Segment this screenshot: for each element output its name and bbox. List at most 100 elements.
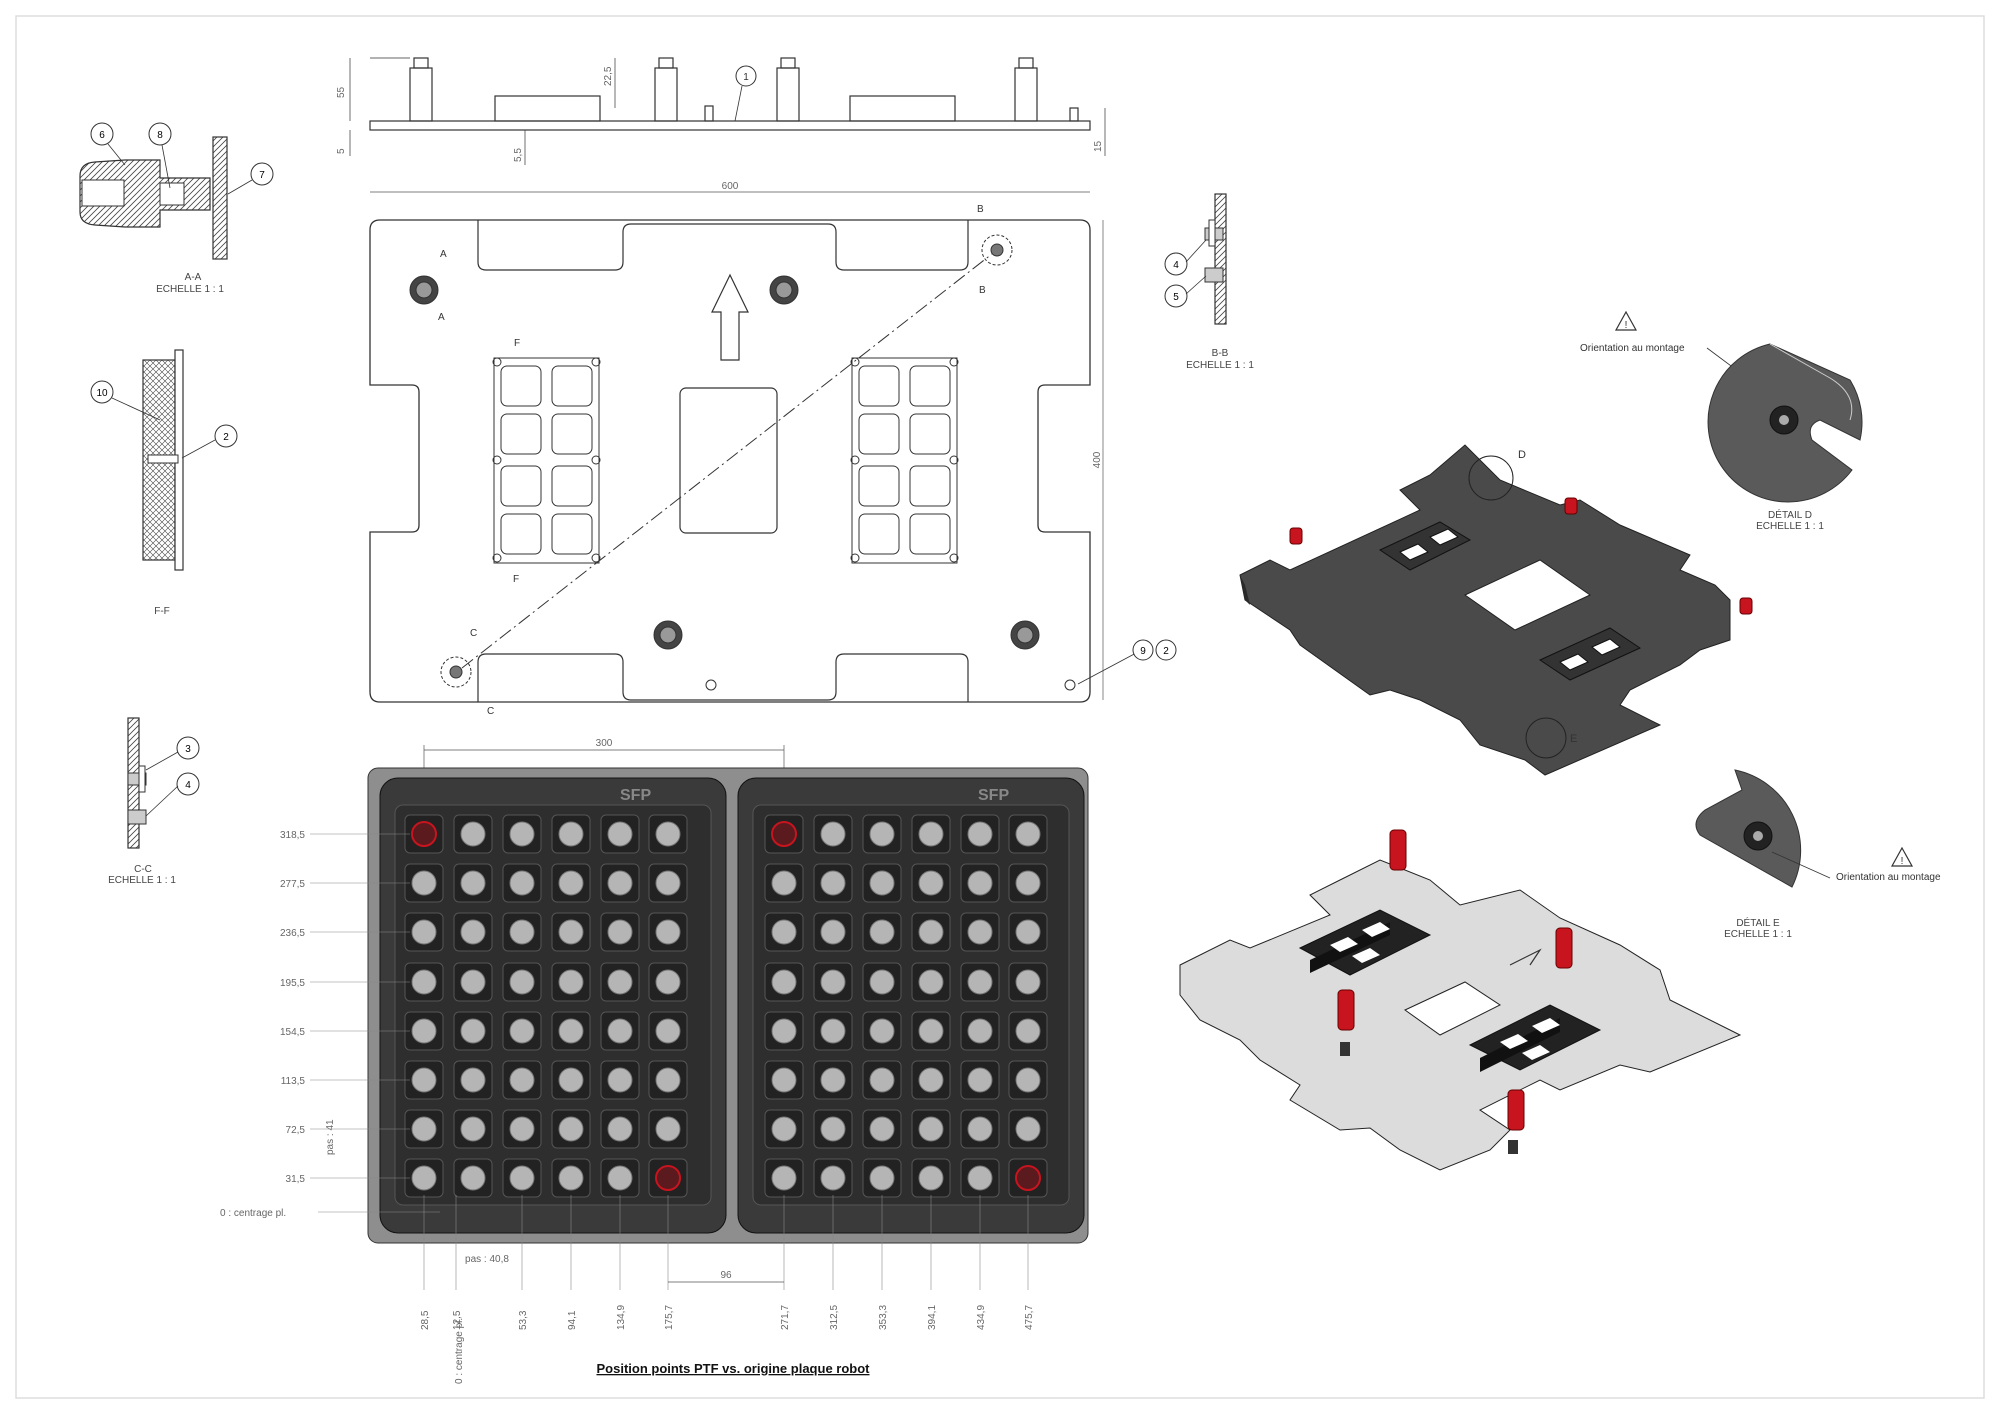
detail-letter-e: E — [1570, 733, 1577, 745]
iso-light-grid-right — [1468, 1004, 1602, 1072]
tray-cell — [551, 912, 591, 952]
dim-5-5: 5,5 — [513, 148, 524, 162]
x-label: 271,7 — [780, 1305, 791, 1330]
section-cc-scale: ECHELLE 1 : 1 — [108, 875, 176, 886]
tray-cell — [960, 863, 1000, 903]
sec-b-top: B — [977, 204, 984, 215]
iso-dark-grid-left — [1378, 521, 1472, 571]
tray-cell — [960, 1158, 1000, 1198]
side-dim-labels: 55 22,5 5 5,5 15 — [336, 66, 1104, 162]
tray-cell — [960, 814, 1000, 854]
dim-55: 55 — [336, 86, 347, 98]
svg-text:9: 9 — [1140, 646, 1146, 657]
tray-cell — [764, 814, 804, 854]
section-cc-title: C-C — [134, 864, 152, 875]
dim-22-5: 22,5 — [603, 66, 614, 86]
tray-cell — [764, 1109, 804, 1149]
tray-cell — [862, 912, 902, 952]
tray-cell — [813, 962, 853, 1002]
tray-cell — [960, 1109, 1000, 1149]
sec-f-top: F — [514, 338, 520, 349]
x-label: 175,7 — [664, 1305, 675, 1330]
svg-text:6: 6 — [99, 130, 105, 141]
svg-text:4: 4 — [185, 780, 191, 791]
warning-icon-upper: ! — [1614, 310, 1638, 331]
tray-cell — [453, 1011, 493, 1051]
tray-cell — [813, 1158, 853, 1198]
tray-cell — [502, 962, 542, 1002]
centering-features — [440, 234, 1013, 688]
detail-d-title: DÉTAIL D — [1768, 508, 1812, 521]
warning-icon-lower: ! — [1890, 846, 1914, 867]
tray-cell — [551, 1109, 591, 1149]
tray-cell — [404, 1158, 444, 1198]
x-label: 28,5 — [420, 1310, 431, 1330]
iso-light-red-pins — [1337, 829, 1573, 1154]
tray-cell — [862, 1109, 902, 1149]
tray-dim-300: 300 — [596, 738, 613, 749]
top-plate-outline — [369, 219, 1091, 703]
tray-cell — [911, 1109, 951, 1149]
tray-cell — [404, 863, 444, 903]
orientation-note-upper: Orientation au montage — [1580, 343, 1685, 354]
tray-cell — [404, 962, 444, 1002]
tray-caption: Position points PTF vs. origine plaque r… — [596, 1361, 870, 1376]
tray-cell — [600, 814, 640, 854]
svg-text:!: ! — [1625, 320, 1628, 331]
svg-text:8: 8 — [157, 130, 163, 141]
tray-cell — [551, 962, 591, 1002]
tray-cell — [862, 1011, 902, 1051]
tray-cell — [764, 1158, 804, 1198]
orientation-arrow — [711, 273, 749, 361]
sec-a-top: A — [440, 249, 447, 260]
tray-cell — [911, 962, 951, 1002]
sec-f-bottom: F — [513, 574, 519, 585]
tray-cell — [600, 962, 640, 1002]
tray-cell — [600, 1109, 640, 1149]
tray-cell — [862, 1060, 902, 1100]
top-center-window — [679, 387, 778, 534]
tray-cell — [551, 863, 591, 903]
tray-cell — [960, 1060, 1000, 1100]
top-pins — [409, 275, 1076, 691]
top-slot-top — [477, 220, 969, 271]
section-aa-scale: ECHELLE 1 : 1 — [156, 284, 224, 295]
pas-x-label: pas : 40,8 — [465, 1254, 509, 1265]
detail-d: DÉTAIL D ECHELLE 1 : 1 — [1707, 343, 1863, 532]
tray-cell — [1008, 1158, 1048, 1198]
tray-cell — [551, 1060, 591, 1100]
section-bb-title: B-B — [1212, 348, 1229, 359]
section-bb-scale: ECHELLE 1 : 1 — [1186, 360, 1254, 371]
tray-cell — [764, 1060, 804, 1100]
tray-cell — [911, 1158, 951, 1198]
svg-text:5: 5 — [1173, 292, 1179, 303]
tray-cell — [404, 814, 444, 854]
tray-cell — [648, 1158, 688, 1198]
tray-cell — [551, 1011, 591, 1051]
dim-5: 5 — [336, 148, 347, 154]
detail-e-title: DÉTAIL E — [1736, 916, 1780, 929]
tray-cell — [502, 814, 542, 854]
tray-cell — [551, 1158, 591, 1198]
tray-cell — [648, 912, 688, 952]
tray-cell — [648, 1060, 688, 1100]
tray-cells — [404, 814, 1048, 1198]
x-label: 353,3 — [878, 1305, 889, 1330]
tray-cell — [862, 814, 902, 854]
iso-plate-light — [1179, 829, 1742, 1171]
sheet-border — [15, 15, 1985, 1399]
section-markers: A A B B C C F F — [438, 204, 986, 717]
diagonal-section-line — [461, 249, 998, 669]
y-label: 236,5 — [280, 928, 305, 939]
section-ff-title: F-F — [154, 606, 170, 617]
tray-cell — [648, 863, 688, 903]
sec-b-bottom: B — [979, 285, 986, 296]
tray-cell — [862, 1158, 902, 1198]
tray-cell — [1008, 962, 1048, 1002]
tray-cell — [764, 962, 804, 1002]
iso-dark-red-pins — [1289, 497, 1753, 615]
tray-cell — [1008, 1109, 1048, 1149]
top-slot-bottom — [477, 653, 969, 702]
gap-dim-96: 96 — [720, 1270, 732, 1281]
